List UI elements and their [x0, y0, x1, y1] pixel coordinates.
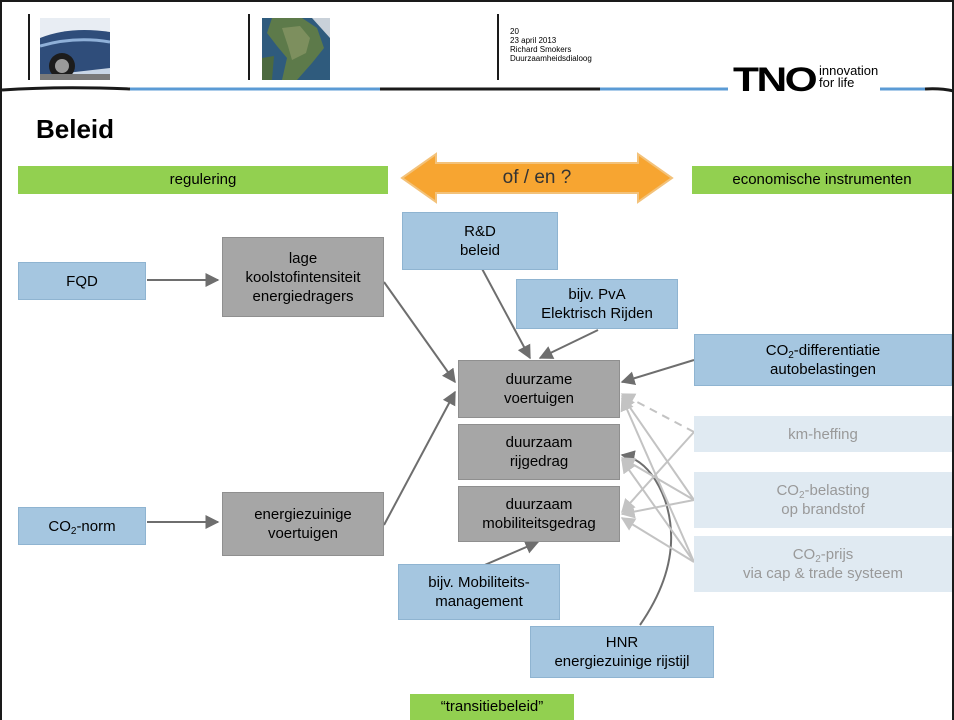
slide-number: 20: [510, 27, 519, 36]
co2-belasting-box: CO2-belasting op brandstof: [694, 472, 952, 528]
co2-differentiatie-box: CO2-differentiatie autobelastingen: [694, 334, 952, 386]
box-label: voertuigen: [267, 525, 339, 542]
box-label: R&D: [464, 223, 496, 240]
duurzaam-rijgedrag-box: duurzaam rijgedrag: [458, 424, 620, 480]
fqd-box: FQD: [18, 262, 146, 300]
of-en-double-arrow: [400, 152, 674, 204]
hnr-rijstijl-box: HNR energiezuinige rijstijl: [530, 626, 714, 678]
km-heffing-box: km-heffing: [694, 416, 952, 452]
box-label: energiezuinige rijstijl: [554, 653, 690, 670]
box-label: bijv. Mobiliteits-: [428, 574, 530, 591]
box-label: energiezuinige: [254, 506, 352, 523]
slide-frame-top: [0, 0, 954, 2]
economische-instrumenten-bar: economische instrumenten: [692, 166, 952, 194]
box-label: bijv. PvA: [568, 286, 626, 303]
slide-date: 23 april 2013: [510, 36, 557, 45]
page-title: Beleid: [36, 114, 115, 144]
header-divider: [248, 14, 250, 80]
light-arrows: [620, 393, 695, 563]
satellite-map-photo: [262, 18, 330, 80]
energiezuinige-voertuigen-box: energiezuinige voertuigen: [222, 492, 384, 556]
car-photo: [40, 18, 110, 80]
duurzaam-mobiliteitsgedrag-box: duurzaam mobiliteitsgedrag: [458, 486, 620, 542]
mobiliteitsmanagement-box: bijv. Mobiliteits- management: [398, 564, 560, 620]
fqd-label: FQD: [66, 272, 98, 290]
header-line: [1, 86, 954, 93]
slide-frame-left: [0, 0, 2, 720]
slide-author: Richard Smokers: [510, 45, 572, 54]
box-label: energiedragers: [252, 287, 354, 305]
header-divider: [28, 14, 30, 80]
box-label: management: [435, 593, 523, 610]
regulering-bar: regulering: [18, 166, 388, 194]
box-label: mobiliteitsgedrag: [482, 515, 596, 532]
pva-elektrisch-rijden-box: bijv. PvA Elektrisch Rijden: [516, 279, 678, 329]
box-label: via cap & trade systeem: [742, 565, 904, 582]
box-label: duurzaam: [505, 434, 573, 451]
box-label: autobelastingen: [770, 361, 876, 378]
box-label: CO2-belasting: [776, 482, 870, 501]
box-label: koolstofintensiteit: [245, 268, 361, 286]
slide-frame-right: [952, 0, 954, 720]
rd-beleid-box: R&D beleid: [402, 212, 558, 270]
duurzame-voertuigen-box: duurzame voertuigen: [458, 360, 620, 418]
box-label: HNR: [605, 634, 639, 651]
box-label: CO2-differentiatie: [765, 342, 881, 361]
header-divider: [497, 14, 499, 80]
box-label: beleid: [459, 242, 501, 259]
transitiebeleid-bar: “transitiebeleid”: [410, 694, 574, 720]
box-label: CO2-prijs: [792, 546, 854, 565]
co2-prijs-box: CO2-prijs via cap & trade systeem: [694, 536, 952, 592]
tno-logo-tagline: innovation for life: [819, 63, 879, 90]
box-label: op brandstof: [781, 501, 865, 518]
box-label: duurzame: [505, 371, 573, 388]
co2-norm-box: CO2-norm: [18, 507, 146, 545]
box-label: lage: [288, 249, 318, 267]
of-en-label: of / en ?: [502, 167, 572, 188]
box-label: km-heffing: [788, 425, 858, 443]
box-label: CO2-norm: [48, 517, 116, 537]
box-label: duurzaam: [505, 496, 573, 513]
dark-arrows: [147, 264, 695, 626]
slide-meta: 20 23 april 2013 Richard Smokers Duurzaa…: [510, 27, 592, 63]
box-label: voertuigen: [503, 390, 575, 407]
box-label: rijgedrag: [509, 453, 569, 470]
lage-koolstofintensiteit-box: lage koolstofintensiteit energiedragers: [222, 237, 384, 317]
box-label: Elektrisch Rijden: [541, 305, 653, 322]
tno-logo-wordmark: TNO: [733, 61, 818, 99]
slide-event: Duurzaamheidsdialoog: [510, 54, 592, 63]
